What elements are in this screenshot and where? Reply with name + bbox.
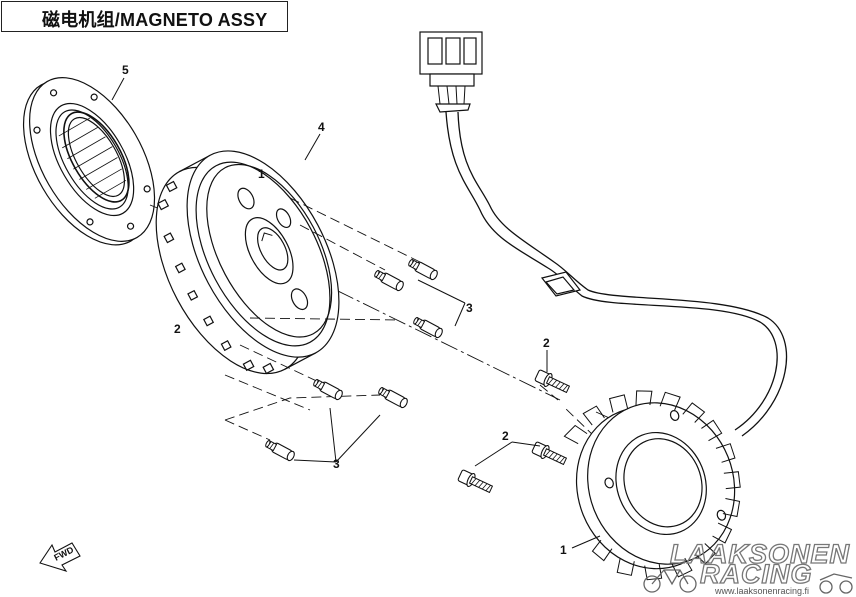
callout-3-upper: 3 [466, 301, 473, 315]
watermark-line2: RACING [700, 559, 813, 589]
watermark: LAAKSONEN RACING www.laaksonenracing.fi [643, 538, 853, 596]
diagram-title: 磁电机组/MAGNETO ASSY [42, 10, 268, 30]
bicycle-icon [643, 569, 697, 593]
projection-lines [224, 197, 596, 441]
callout-3-lower: 3 [333, 457, 340, 471]
rotor-mark-2: 2 [174, 322, 181, 336]
callout-2-upper: 2 [543, 336, 550, 350]
leader-lines [111, 77, 601, 549]
stator-assembly [419, 31, 788, 581]
one-way-clutch-plate [22, 77, 156, 246]
callout-1: 1 [560, 543, 567, 557]
callouts: 5 4 3 3 2 2 1 [122, 63, 567, 557]
title-box: 磁电机组/MAGNETO ASSY [1, 1, 288, 32]
callout-2-lower: 2 [502, 429, 509, 443]
atv-icon [819, 573, 853, 594]
callout-5: 5 [122, 63, 129, 77]
fwd-arrow: FWD [39, 542, 81, 572]
flywheel-rotor: 1 2 [155, 150, 340, 375]
flange-bolts [456, 368, 572, 497]
rotor-mark-1: 1 [258, 167, 265, 181]
watermark-url: www.laaksonenracing.fi [714, 586, 809, 596]
callout-4: 4 [318, 120, 325, 134]
watermark-line1: LAAKSONEN [670, 539, 850, 569]
